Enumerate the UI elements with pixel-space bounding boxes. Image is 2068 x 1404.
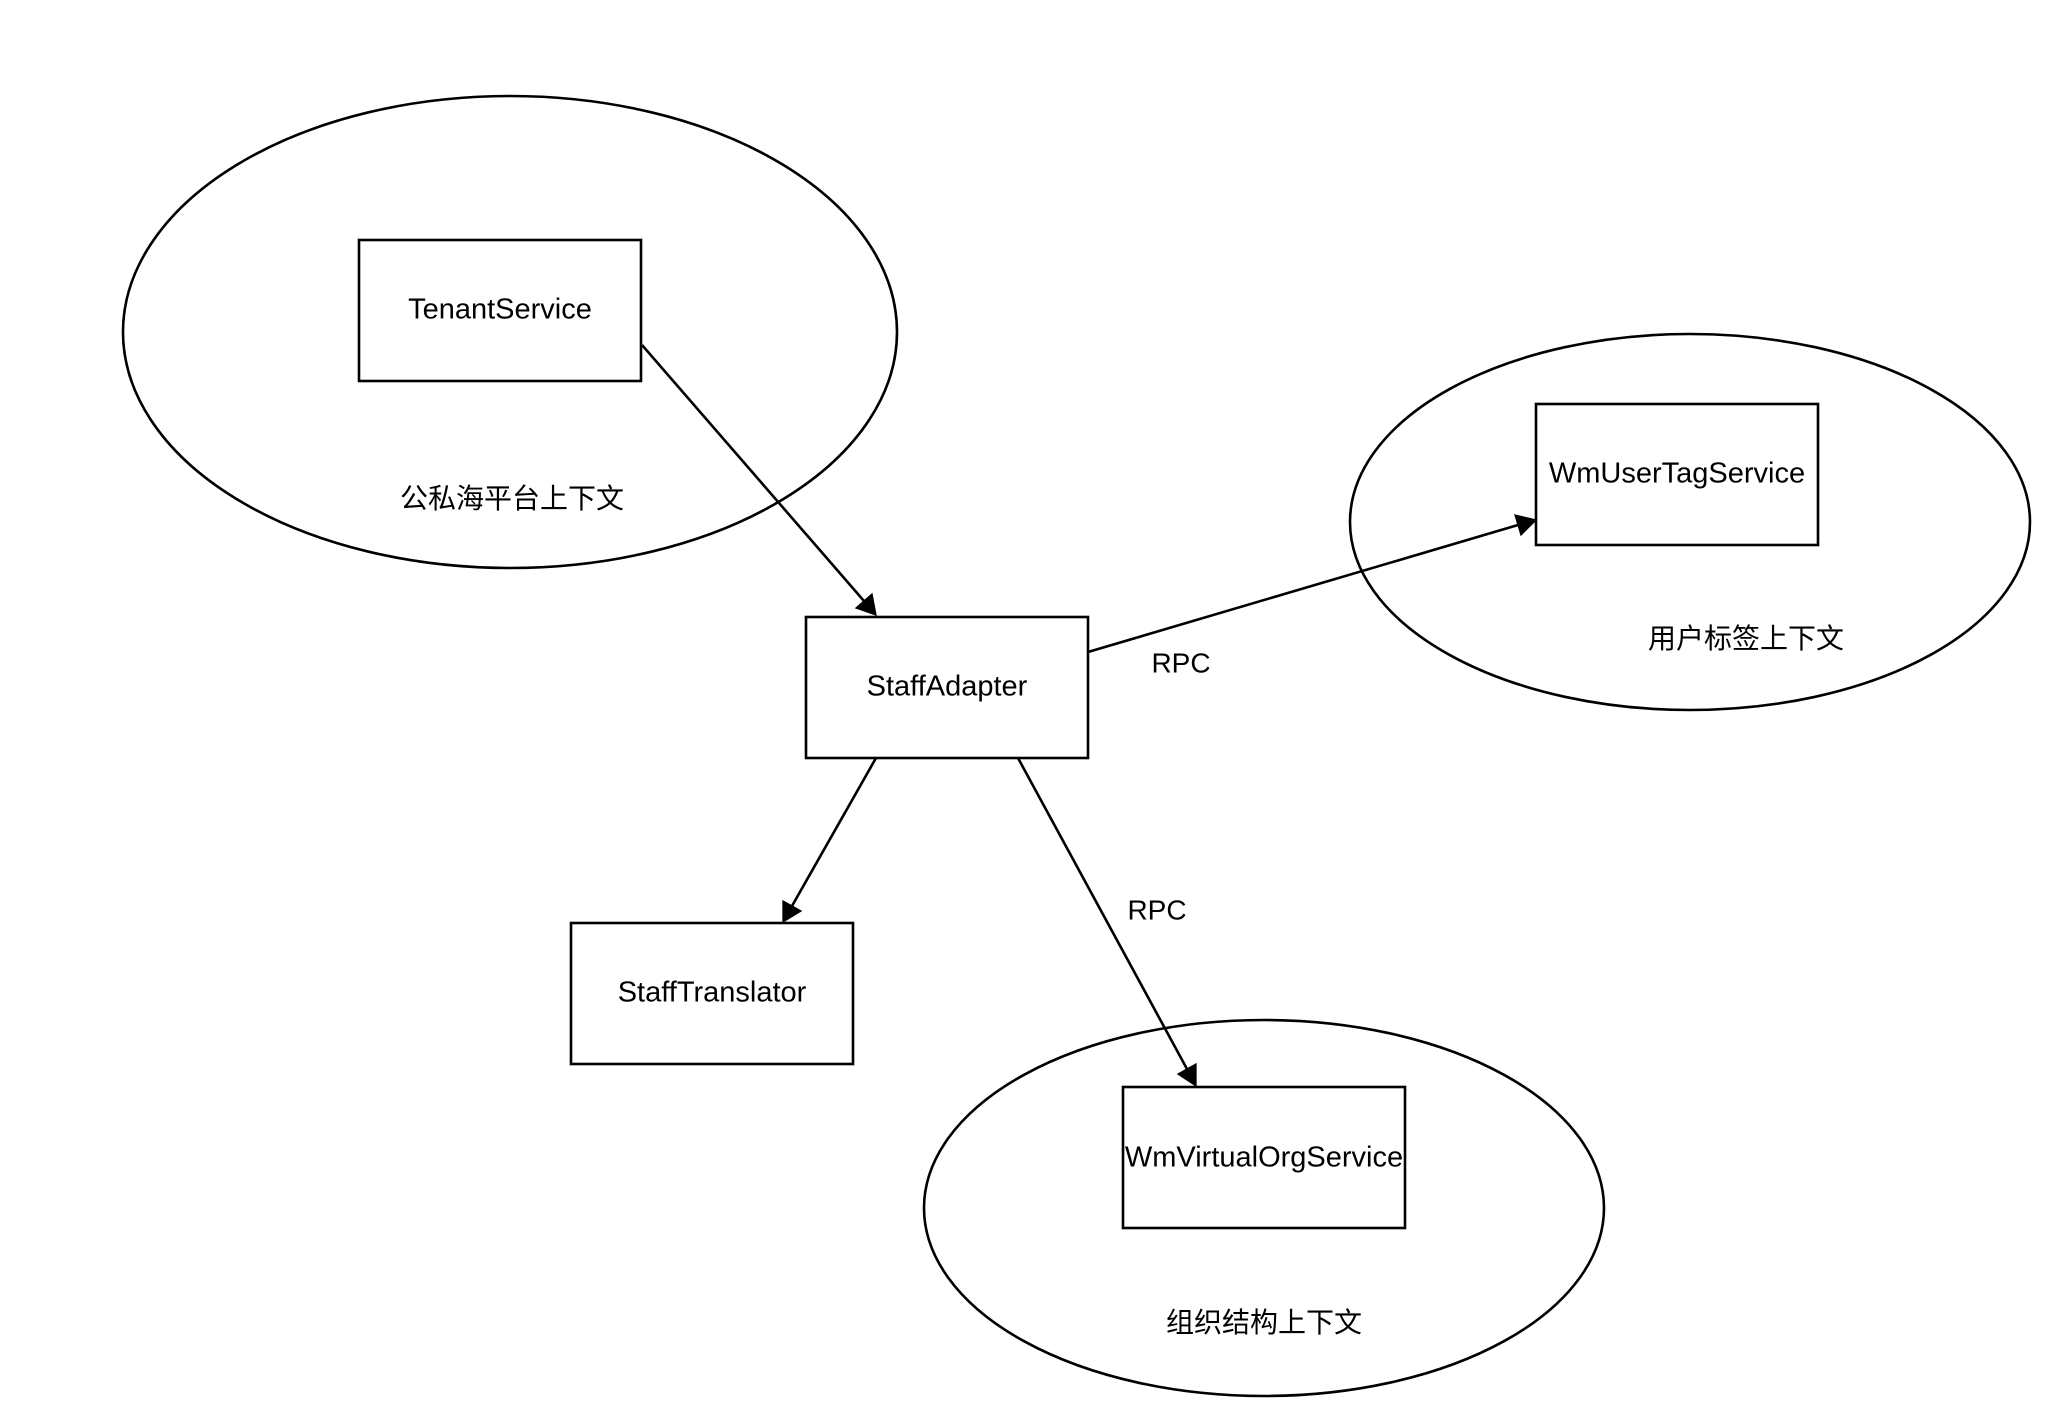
arrowhead-adapter-to-translator <box>782 899 803 924</box>
edge-adapter-to-virtual-org[interactable] <box>1016 757 1189 1070</box>
edge-tenant-to-adapter[interactable] <box>641 344 865 602</box>
context-user-tag-label: 用户标签上下文 <box>1648 622 1844 655</box>
wm-user-tag-service-label: WmUserTagService <box>1549 458 1805 490</box>
wm-virtual-org-service-label: WmVirtualOrgService <box>1125 1142 1403 1174</box>
tenant-service-box[interactable] <box>357 238 643 383</box>
edge-adapter-to-user-tag[interactable] <box>1087 523 1519 654</box>
edge-label-rpc-virtual-org: RPC <box>1127 894 1186 925</box>
wm-user-tag-service-box[interactable] <box>1534 402 1820 547</box>
staff-adapter-box[interactable] <box>804 615 1090 760</box>
edge-label-rpc-user-tag: RPC <box>1151 647 1210 678</box>
staff-adapter-label: StaffAdapter <box>867 671 1028 703</box>
wm-virtual-org-service-box[interactable] <box>1121 1085 1407 1230</box>
staff-translator-label: StaffTranslator <box>618 977 807 1009</box>
arrowhead-tenant-to-adapter <box>854 592 877 616</box>
arrowhead-adapter-to-user-tag <box>1514 514 1538 537</box>
context-org-structure-label: 组织结构上下文 <box>1166 1306 1362 1339</box>
staff-translator-box[interactable] <box>569 921 855 1066</box>
arrowhead-adapter-to-virtual-org <box>1176 1062 1197 1088</box>
edge-adapter-to-translator[interactable] <box>790 757 878 907</box>
context-public-private-label: 公私海平台上下文 <box>400 482 624 515</box>
tenant-service-label: TenantService <box>408 294 592 326</box>
